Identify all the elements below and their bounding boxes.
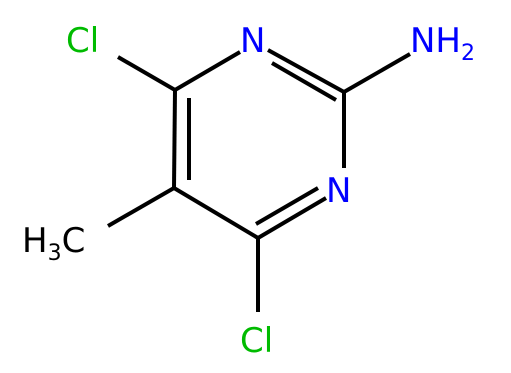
bond-c4-cl — [116, 55, 177, 92]
bond-n1-c6 — [256, 196, 328, 240]
bonds — [107, 48, 411, 312]
atom-nh2: NH2 — [410, 21, 475, 66]
bond-c5-c4 — [172, 89, 177, 189]
ch3-subscript: 3 — [48, 241, 62, 266]
atom-n-bottom: N — [326, 171, 351, 211]
atom-cl-top: Cl — [66, 21, 99, 61]
nh2-subscript: 2 — [461, 41, 475, 66]
nh2-main: NH — [410, 21, 461, 61]
atom-cl-bottom: Cl — [240, 321, 273, 361]
atom-ch3: H3C — [22, 221, 85, 266]
ch3-c: C — [62, 221, 86, 261]
atom-n-top: N — [240, 21, 265, 61]
bond-n3-c2-double — [270, 61, 338, 102]
bond-c2-nh2 — [343, 52, 411, 94]
bond-c4-n3 — [173, 50, 242, 92]
bond-c5-ch3 — [107, 186, 175, 228]
bond-n3-c2 — [267, 48, 345, 94]
bond-n1-c6-double — [254, 186, 320, 226]
bond-c6-c5 — [172, 186, 260, 240]
ch3-h: H — [22, 221, 48, 261]
